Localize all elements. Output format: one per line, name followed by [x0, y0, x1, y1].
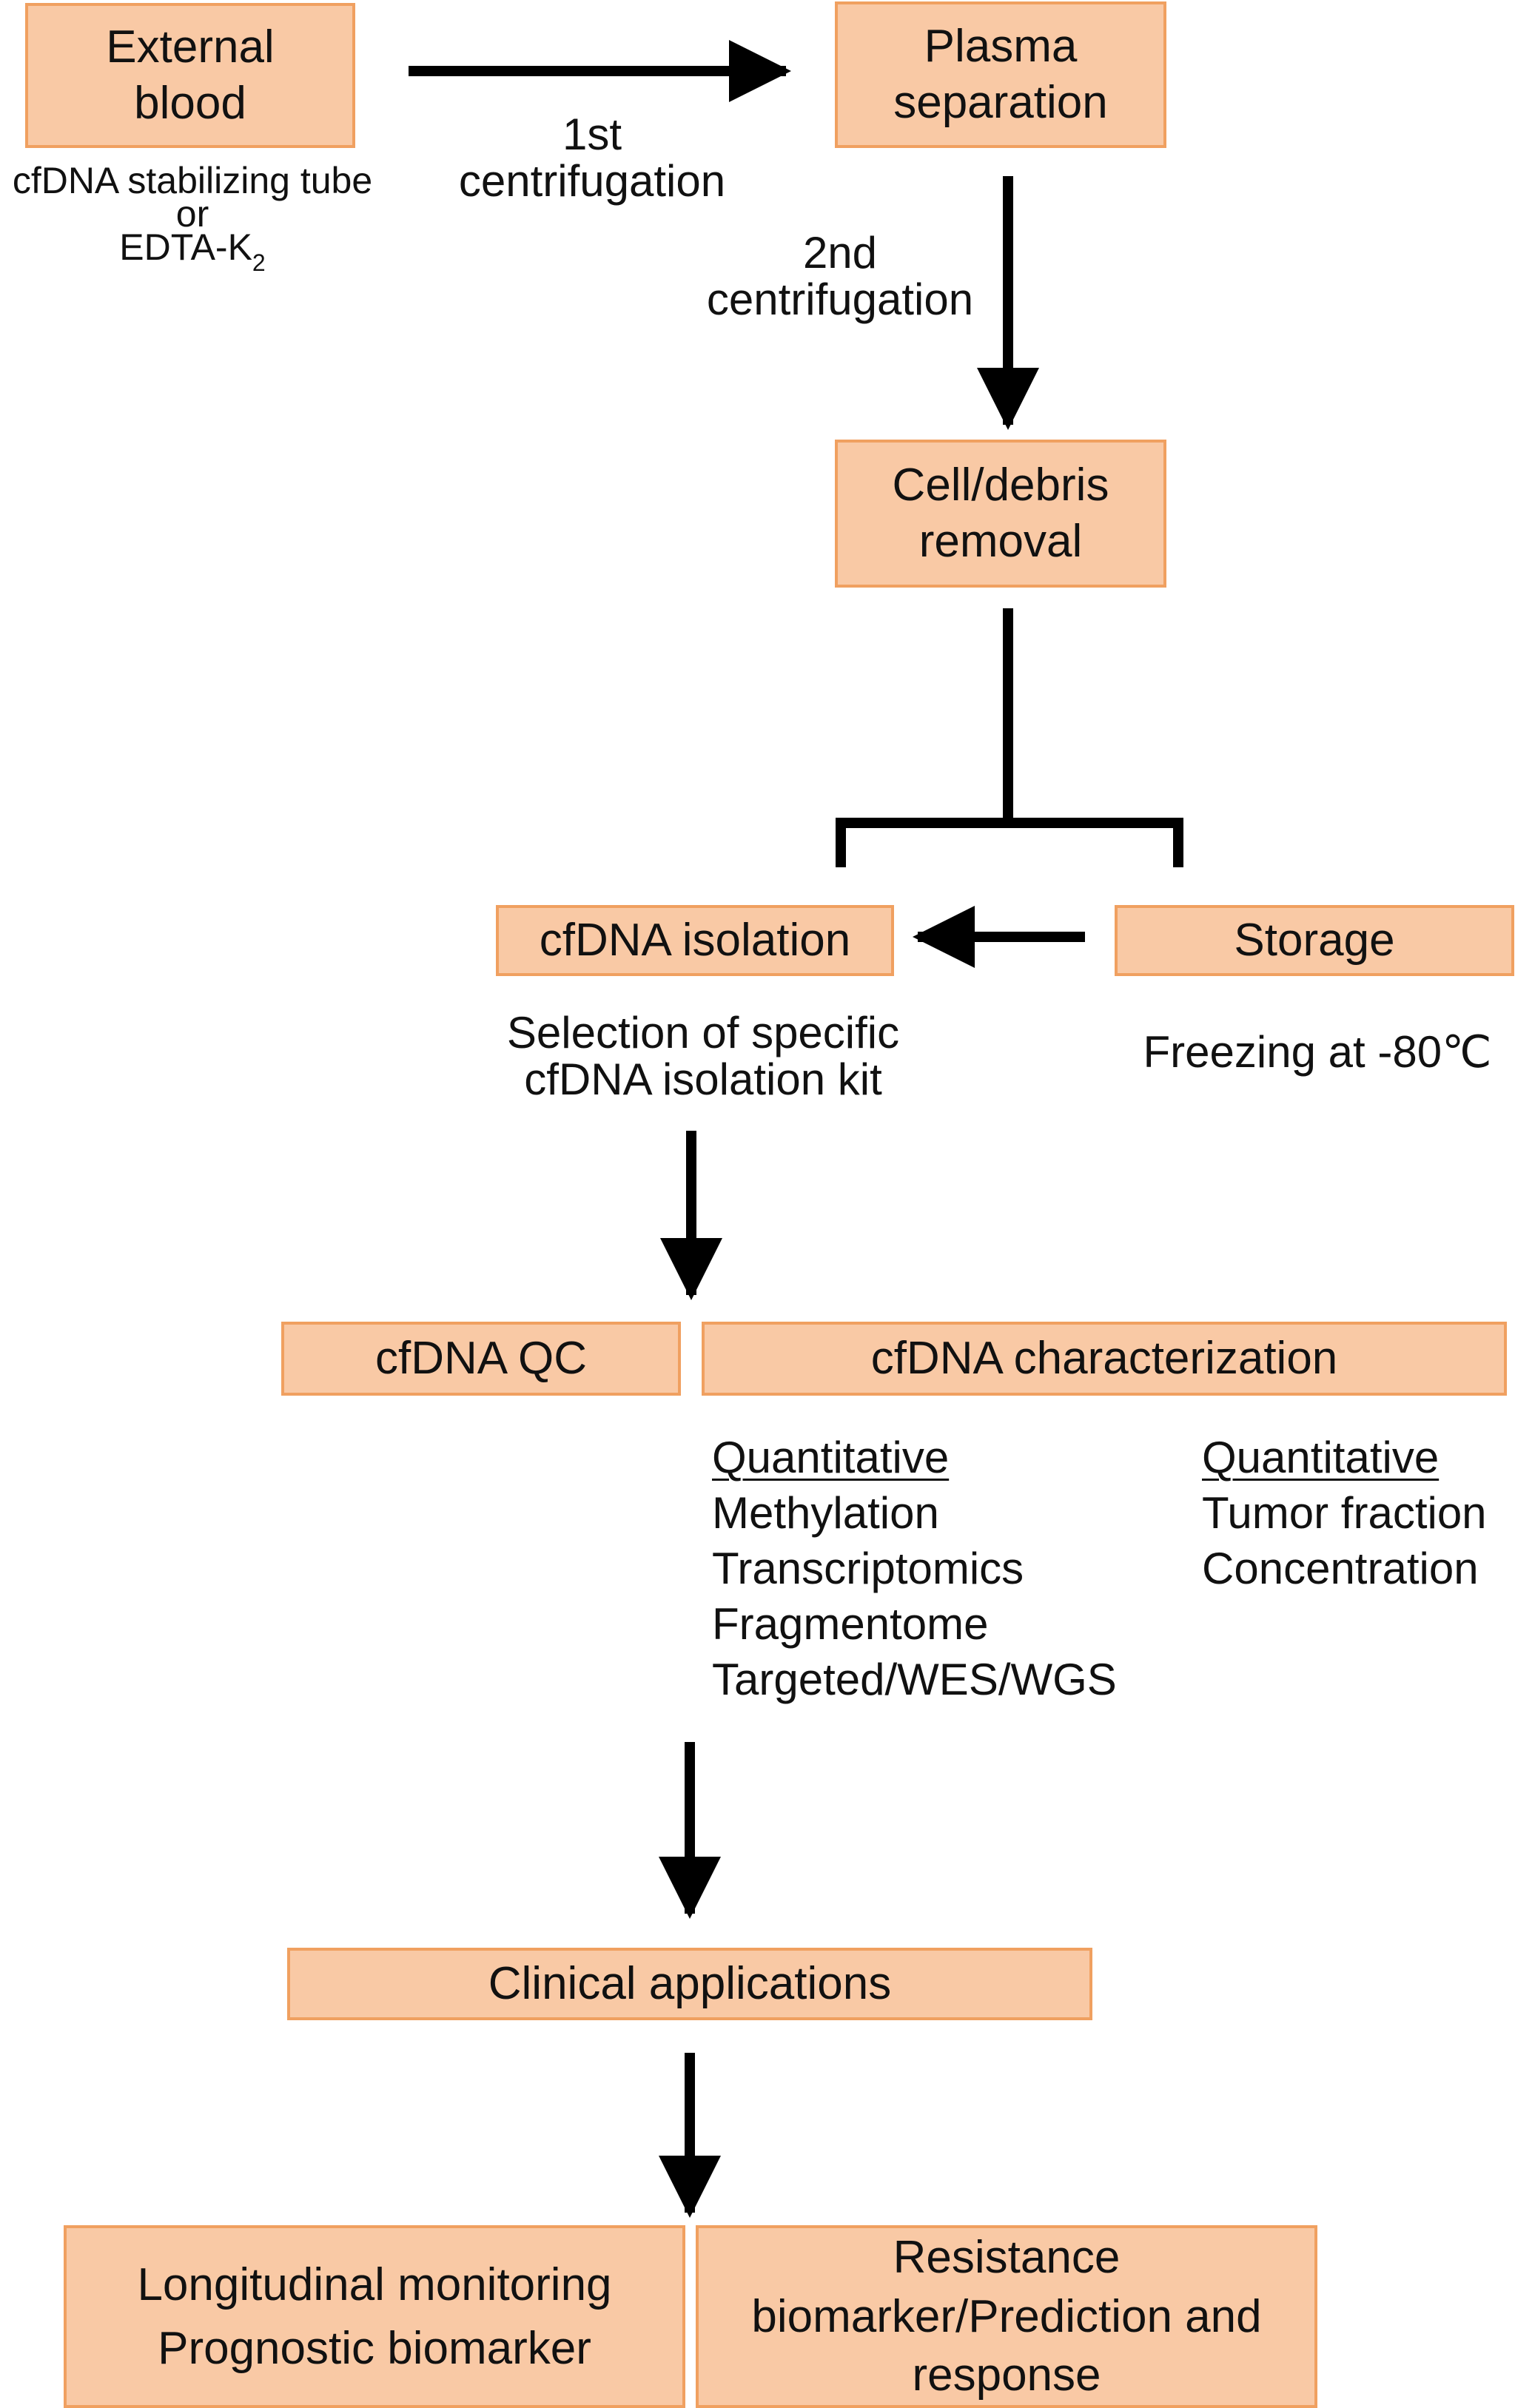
storage-label: Storage	[1234, 915, 1395, 966]
resistance-line3: response	[912, 2350, 1101, 2401]
characterization-right-item: Concentration	[1202, 1544, 1479, 1593]
cfdna-qc-label: cfDNA QC	[375, 1333, 587, 1385]
resistance-line2: biomarker/Prediction and	[751, 2290, 1262, 2342]
resistance-biomarker-box: Resistance biomarker/Prediction and resp…	[696, 2225, 1317, 2408]
plasma-separation-line1: Plasma	[924, 21, 1078, 73]
first-centrifugation-line1: 1st	[562, 110, 622, 159]
characterization-left-heading: Quantitative	[712, 1433, 950, 1482]
isolation-kit-line1: Selection of specific	[506, 1008, 900, 1057]
cfdna-isolation-box: cfDNA isolation	[496, 905, 894, 976]
isolation-kit-line2: cfDNA isolation kit	[524, 1055, 882, 1104]
tube-annotation: cfDNA stabilizing tube or EDTA-K2	[0, 160, 385, 275]
freezing-label: Freezing at -80℃	[1125, 1029, 1510, 1075]
first-centrifugation-label: 1st centrifugation	[414, 111, 770, 204]
cfdna-qc-box: cfDNA QC	[281, 1322, 681, 1396]
second-centrifugation-label: 2nd centrifugation	[662, 229, 1018, 323]
characterization-left-list: Quantitative Methylation Transcriptomics…	[712, 1430, 1117, 1707]
cfdna-characterization-label: cfDNA characterization	[870, 1333, 1338, 1385]
cell-debris-removal-line2: removal	[918, 516, 1083, 567]
cell-debris-removal-line1: Cell/debris	[892, 460, 1109, 511]
bracket-bar	[836, 818, 1183, 867]
external-blood-box: External blood	[25, 3, 355, 148]
plasma-separation-box: Plasma separation	[835, 1, 1166, 148]
characterization-left-item: Transcriptomics	[712, 1544, 1024, 1593]
cfdna-isolation-label: cfDNA isolation	[539, 915, 851, 966]
tube-line2: or	[175, 193, 209, 235]
longitudinal-monitoring-box: Longitudinal monitoring Prognostic bioma…	[64, 2225, 685, 2408]
isolation-kit-label: Selection of specific cfDNA isolation ki…	[444, 1009, 962, 1103]
tube-line3-main: EDTA-K	[119, 226, 252, 268]
first-centrifugation-line2: centrifugation	[458, 156, 726, 206]
tube-line1: cfDNA stabilizing tube	[12, 160, 373, 201]
tube-line3: EDTA-K2	[0, 229, 385, 275]
characterization-right-item: Tumor fraction	[1202, 1488, 1487, 1538]
second-centrifugation-line2: centrifugation	[706, 275, 974, 324]
external-blood-line1: External	[106, 21, 275, 73]
clinical-applications-box: Clinical applications	[287, 1948, 1092, 2020]
characterization-left-item: Targeted/WES/WGS	[712, 1655, 1117, 1704]
characterization-left-item: Fragmentome	[712, 1599, 989, 1649]
tube-line3-subscript: 2	[252, 249, 266, 276]
resistance-line1: Resistance	[893, 2232, 1121, 2284]
characterization-left-item: Methylation	[712, 1488, 939, 1538]
plasma-separation-line2: separation	[893, 77, 1108, 128]
external-blood-line2: blood	[134, 78, 246, 129]
characterization-right-list: Quantitative Tumor fraction Concentratio…	[1202, 1430, 1487, 1596]
characterization-right-heading: Quantitative	[1202, 1433, 1440, 1482]
prognostic-biomarker-line2: Prognostic biomarker	[158, 2322, 591, 2374]
freezing-text: Freezing at -80℃	[1143, 1027, 1492, 1077]
cell-debris-removal-box: Cell/debris removal	[835, 440, 1166, 588]
clinical-applications-label: Clinical applications	[488, 1958, 892, 2010]
storage-box: Storage	[1115, 905, 1514, 976]
longitudinal-monitoring-line1: Longitudinal monitoring	[137, 2259, 612, 2310]
cfdna-characterization-box: cfDNA characterization	[702, 1322, 1507, 1396]
second-centrifugation-line1: 2nd	[802, 228, 878, 278]
